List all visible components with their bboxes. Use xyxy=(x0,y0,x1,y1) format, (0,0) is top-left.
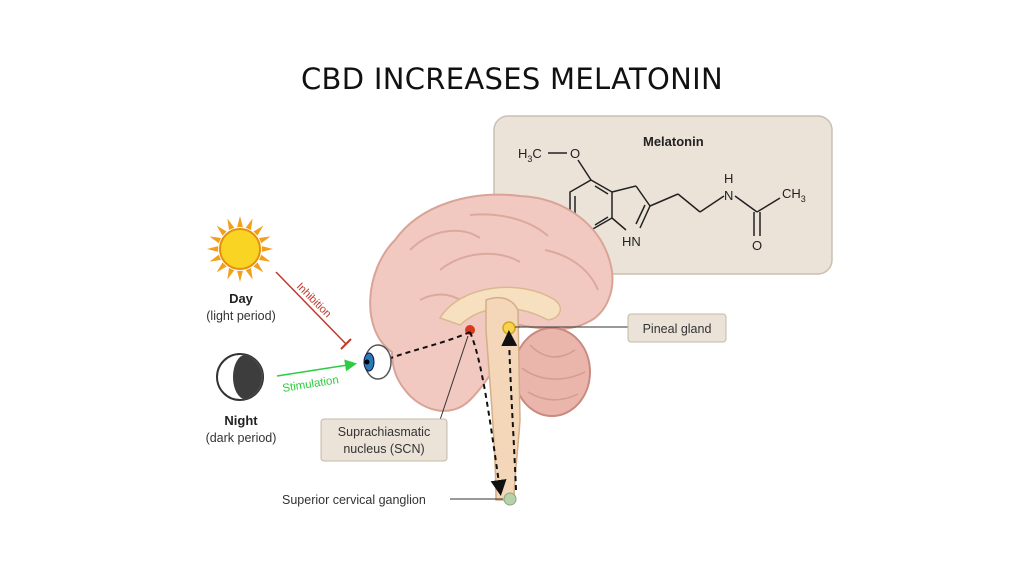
sun-ray xyxy=(245,218,253,230)
eye-pupil xyxy=(364,359,370,365)
melatonin-name: Melatonin xyxy=(643,134,704,149)
day-sub-label: (light period) xyxy=(206,309,275,323)
sun-ray xyxy=(227,268,235,280)
chain-bond-2 xyxy=(677,193,701,213)
slide-title: CBD INCREASES MELATONIN xyxy=(301,62,723,96)
amide-bond xyxy=(734,195,758,213)
o-carbonyl-label: O xyxy=(752,238,762,253)
scg-pineal-path xyxy=(501,330,518,491)
scg-marker xyxy=(503,492,517,506)
benzene-double-2 xyxy=(594,185,609,195)
sun-ray xyxy=(237,270,243,282)
sun-ray xyxy=(261,246,273,252)
brain-folds xyxy=(409,213,599,306)
sun-ray xyxy=(209,254,221,262)
pyrrole-double xyxy=(635,204,646,225)
sun-ray xyxy=(216,262,227,273)
sun-ray xyxy=(216,225,227,236)
sun-ray xyxy=(253,225,264,236)
stimulation-label: Stimulation xyxy=(282,374,340,395)
eye-icon xyxy=(363,344,392,380)
h-amide-label: H xyxy=(724,171,733,186)
sun-core xyxy=(219,228,261,270)
sun-ray xyxy=(227,218,235,230)
inhibition-arrow: Inhibition xyxy=(275,271,352,350)
hn-label: HN xyxy=(622,234,641,249)
scn-label-line1: Suprachiasmatic xyxy=(338,425,430,439)
scg-label: Superior cervical ganglion xyxy=(282,493,426,507)
sun-ray xyxy=(259,254,271,262)
chain-bond-3 xyxy=(699,195,725,213)
brain-illustration xyxy=(369,193,614,506)
stimulation-arrow: Stimulation xyxy=(276,359,357,395)
day-label: Day xyxy=(229,291,254,306)
sun-ray xyxy=(237,216,243,228)
sun-ray xyxy=(245,268,253,280)
o-methoxy-label: O xyxy=(570,146,580,161)
n-amide-label: N xyxy=(724,188,733,203)
cerebellum-folds xyxy=(521,344,586,401)
sun-icon xyxy=(207,216,273,282)
night-label: Night xyxy=(224,413,258,428)
scn-leader-line xyxy=(439,335,469,421)
ch3-label: CH3 xyxy=(782,186,806,204)
inhibition-line xyxy=(275,271,347,345)
scn-label-line2: nucleus (SCN) xyxy=(343,442,424,456)
scn-label-box xyxy=(320,418,448,462)
h3c-label: H3C xyxy=(518,146,542,164)
pyrrole-bond-3 xyxy=(639,205,651,229)
methyl-bond xyxy=(756,197,781,213)
sun-ray xyxy=(259,236,271,244)
inhibition-bar xyxy=(340,338,352,350)
sun-ray xyxy=(209,236,221,244)
bond-o-ring xyxy=(577,159,592,181)
moon-icon xyxy=(216,353,264,401)
cerebellum xyxy=(513,327,591,417)
pyrrole-bond-1 xyxy=(611,185,637,193)
moon-crescent-dark xyxy=(233,355,262,399)
inhibition-label: Inhibition xyxy=(294,281,334,321)
benzene-double-3 xyxy=(594,216,609,226)
pineal-gland-marker xyxy=(502,321,516,335)
scn-scg-path xyxy=(469,331,507,496)
night-sub-label: (dark period) xyxy=(206,431,277,445)
pyrrole-bond-4 xyxy=(611,217,627,231)
stimulation-line xyxy=(276,359,357,377)
sun-ray xyxy=(253,262,264,273)
pineal-label: Pineal gland xyxy=(643,322,712,336)
pyrrole-bond-2 xyxy=(635,185,651,207)
chain-bond-1 xyxy=(649,193,679,207)
pineal-label-box xyxy=(627,313,727,343)
sun-ray xyxy=(207,246,219,252)
